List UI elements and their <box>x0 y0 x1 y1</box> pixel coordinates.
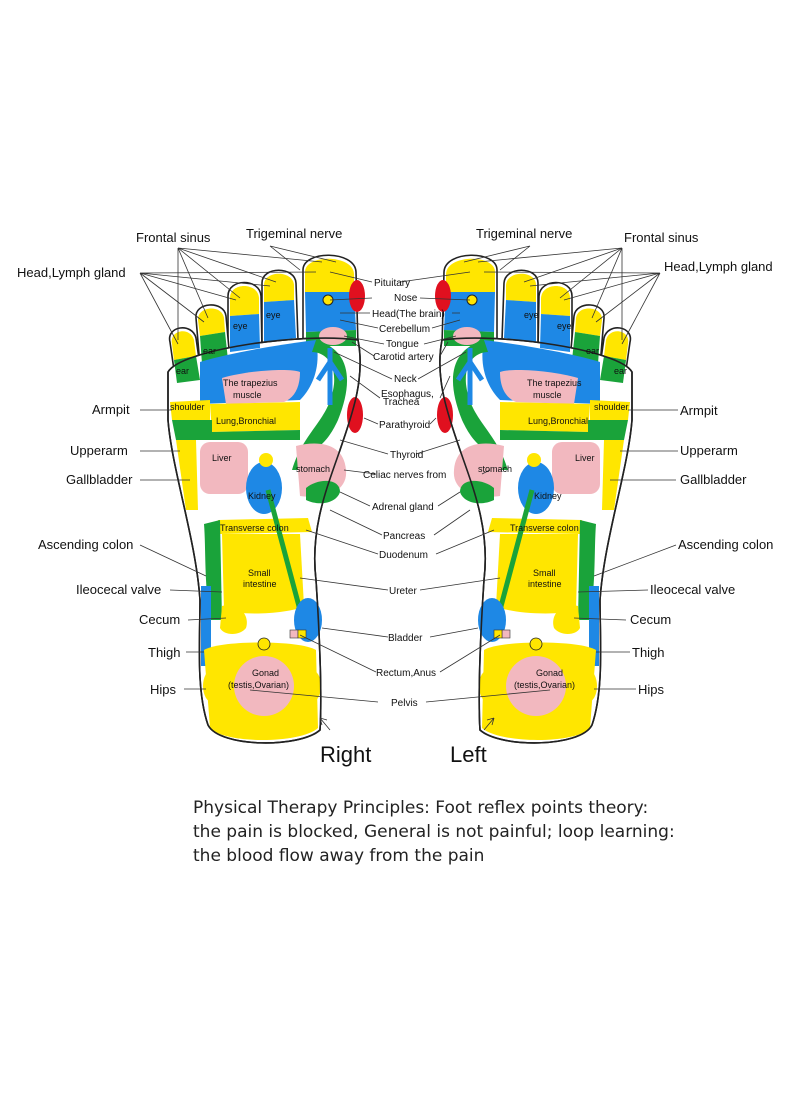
label-hips-right: Hips <box>150 682 177 697</box>
label-carotid-artery: Carotid artery <box>373 352 434 363</box>
label-small-2-right: intestine <box>243 579 277 589</box>
label-ear-right-b: ear <box>176 366 189 376</box>
label-small-1-left: Small <box>533 568 556 578</box>
leader-lines <box>139 245 678 731</box>
label-frontal-sinus-left: Frontal sinus <box>624 230 699 245</box>
label-hips-left: Hips <box>638 682 665 697</box>
label-thigh-left: Thigh <box>632 645 665 660</box>
label-kidney-left: Kidney <box>534 491 562 501</box>
label-bladder: Bladder <box>388 633 423 644</box>
label-cecum-right: Cecum <box>139 612 180 627</box>
label-stomach-right: stomach <box>296 464 330 474</box>
label-upperarm-right: Upperarm <box>70 443 128 458</box>
label-gonad-1-right: Gonad <box>252 668 279 678</box>
label-ear-left-b: ear <box>614 366 627 376</box>
label-liver-left: Liver <box>575 453 595 463</box>
label-duodenum: Duodenum <box>379 550 428 561</box>
label-ureter: Ureter <box>389 586 417 597</box>
label-left-foot: Left <box>450 742 487 767</box>
label-head-lymph-gland-right: Head,Lymph gland <box>17 265 126 280</box>
label-adrenal-gland: Adrenal gland <box>372 502 434 513</box>
label-shoulder-right: shoulder <box>170 402 205 412</box>
label-eye-left-b: eye <box>557 321 572 331</box>
label-eye-left-a: eye <box>524 310 539 320</box>
label-cerebellum: Cerebellum <box>379 324 430 335</box>
label-trigeminal-nerve-right: Trigeminal nerve <box>246 226 342 241</box>
label-ileocecal-valve-right: Ileocecal valve <box>76 582 161 597</box>
label-transverse-colon-left: Transverse colon <box>510 523 579 533</box>
label-ear-left-a: ear <box>586 346 599 356</box>
caption-line-1: Physical Therapy Principles: Foot reflex… <box>193 798 649 818</box>
label-gallbladder-right: Gallbladder <box>66 472 133 487</box>
label-thigh-right: Thigh <box>148 645 181 660</box>
label-thyroid: Thyroid <box>390 450 423 461</box>
label-neck: Neck <box>394 374 418 385</box>
label-trigeminal-nerve-left: Trigeminal nerve <box>476 226 572 241</box>
label-upperarm-left: Upperarm <box>680 443 738 458</box>
label-liver-right: Liver <box>212 453 232 463</box>
label-ascending-colon-right: Ascending colon <box>38 537 133 552</box>
label-gonad-2-right: (testis,Ovarian) <box>228 680 289 690</box>
label-frontal-sinus-right: Frontal sinus <box>136 230 211 245</box>
label-head-lymph-gland-left: Head,Lymph gland <box>664 259 773 274</box>
label-ascending-colon-left: Ascending colon <box>678 537 773 552</box>
label-stomach-left: stomach <box>478 464 512 474</box>
label-celiac-nerves: Celiac nerves from <box>363 470 446 481</box>
label-small-2-left: intestine <box>528 579 562 589</box>
label-gonad-2-left: (testis,Ovarian) <box>514 680 575 690</box>
label-nose: Nose <box>394 293 418 304</box>
label-ear-right-a: ear <box>203 346 216 356</box>
label-ileocecal-valve-left: Ileocecal valve <box>650 582 735 597</box>
label-trachea: Trachea <box>383 397 420 408</box>
label-head-brain: Head(The brain) <box>372 309 445 320</box>
label-lung-bronchial-left: Lung,Bronchial <box>528 416 588 426</box>
label-pelvis: Pelvis <box>391 698 418 709</box>
caption-line-2: the pain is blocked, General is not pain… <box>193 822 675 842</box>
label-lung-bronchial-right: Lung,Bronchial <box>216 416 276 426</box>
label-parathyroid: Parathyroid <box>379 420 430 431</box>
label-rectum-anus: Rectum,Anus <box>376 668 436 679</box>
label-armpit-right: Armpit <box>92 402 130 417</box>
label-kidney-right: Kidney <box>248 491 276 501</box>
label-trapezius-2-right: muscle <box>233 390 262 400</box>
label-transverse-colon-right: Transverse colon <box>220 523 289 533</box>
label-trapezius-1-left: The trapezius <box>527 378 582 388</box>
label-armpit-left: Armpit <box>680 403 718 418</box>
label-trapezius-1-right: The trapezius <box>223 378 278 388</box>
label-right-foot: Right <box>320 742 371 767</box>
label-tongue: Tongue <box>386 339 419 350</box>
label-esophagus: Esophagus, <box>381 389 434 400</box>
label-small-1-right: Small <box>248 568 271 578</box>
label-cecum-left: Cecum <box>630 612 671 627</box>
label-eye-right-b: eye <box>233 321 248 331</box>
label-shoulder-left: shoulder <box>594 402 629 412</box>
label-gallbladder-left: Gallbladder <box>680 472 747 487</box>
label-pancreas: Pancreas <box>383 531 425 542</box>
caption: Physical Therapy Principles: Foot reflex… <box>193 796 753 868</box>
caption-line-3: the blood flow away from the pain <box>193 846 485 866</box>
label-pituitary: Pituitary <box>374 278 410 289</box>
label-eye-right-a: eye <box>266 310 281 320</box>
label-trapezius-2-left: muscle <box>533 390 562 400</box>
label-gonad-1-left: Gonad <box>536 668 563 678</box>
